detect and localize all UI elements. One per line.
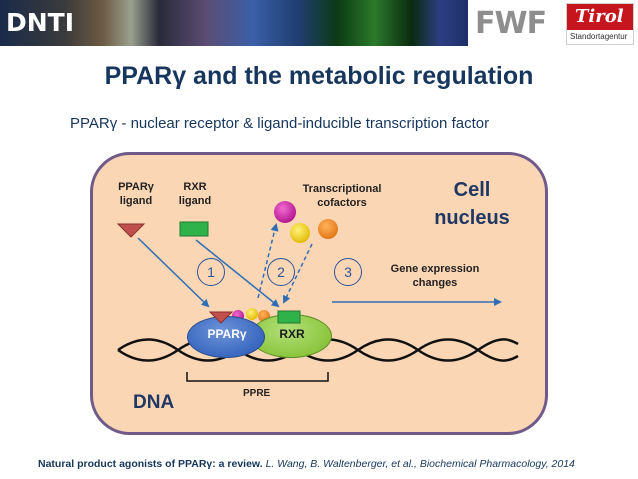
ppre-bracket [186,372,329,382]
cell-nucleus-label: Cell nucleus [432,176,512,232]
tirol-logo-red-band [567,4,633,30]
cofactors-label: Transcriptional cofactors [287,182,397,210]
slide-subtitle: PPARγ - nuclear receptor & ligand-induci… [70,115,490,132]
arrow-ppar-ligand-binding [137,237,210,308]
cell-nucleus-box [90,152,548,435]
cofactors-label-line2: cofactors [317,197,367,209]
cofactor-magenta-sphere [274,201,296,223]
tirol-logo: Tirol Standortagentur [566,3,634,45]
gene-expression-label-line1: Gene expression [390,263,480,275]
dna-label: DNA [133,392,175,413]
arrow-cofactor-release [257,223,279,299]
tirol-logo-subtitle: Standortagentur [570,32,628,41]
step-3-marker: 3 [334,258,362,286]
rxr-ligand-label-line2: ligand [178,195,212,207]
step-2-marker: 2 [267,258,295,286]
fwf-logo: FWF [475,6,547,41]
cofactor-orange-sphere [318,219,338,239]
bound-rxr-ligand [277,310,301,324]
ppre-label: PPRE [243,388,271,399]
rxr-ligand-label: RXR ligand [170,180,220,208]
rxr-ligand-label-line1: RXR [183,181,207,193]
ppar-receptor-label: PPARγ [207,327,247,341]
header-banner: DNTI FWF Tirol Standortagentur [0,0,638,46]
arrow-rxr-ligand-binding [195,239,280,308]
banner-image-strip [0,0,468,46]
cofactor-yellow-sphere [290,223,310,243]
bound-ppar-ligand [208,311,234,324]
rxr-receptor-label: RXR [279,327,305,341]
tirol-logo-word: Tirol [575,6,624,27]
rxr-ligand-rectangle [179,221,209,237]
cofactors-label-line1: Transcriptional [302,183,382,195]
dna-strand-1 [117,338,519,362]
slide-title: PPARγ and the metabolic regulation [104,62,534,90]
gene-expression-label: Gene expression changes [380,262,490,290]
citation: Natural product agonists of PPARγ: a rev… [38,458,575,470]
gene-expression-label-line2: changes [412,277,458,289]
bound-cofactor-yellow [246,308,258,320]
ppar-ligand-label: PPARγ ligand [111,180,161,208]
ppar-receptor-oval [187,316,265,358]
dnti-logo: DNTI [6,8,75,37]
step-1-marker: 1 [197,258,225,286]
cell-nucleus-label-line2: nucleus [434,207,510,229]
ppar-ligand-triangle [116,223,146,238]
citation-title: Natural product agonists of PPARγ: a rev… [38,458,263,470]
arrow-cofactor-recruit [283,243,313,304]
citation-authors: L. Wang, B. Waltenberger, et al., Bioche… [265,458,575,470]
ppar-ligand-label-line1: PPARγ [118,181,154,193]
ppar-ligand-label-line2: ligand [119,195,153,207]
cell-nucleus-label-line1: Cell [453,179,491,201]
